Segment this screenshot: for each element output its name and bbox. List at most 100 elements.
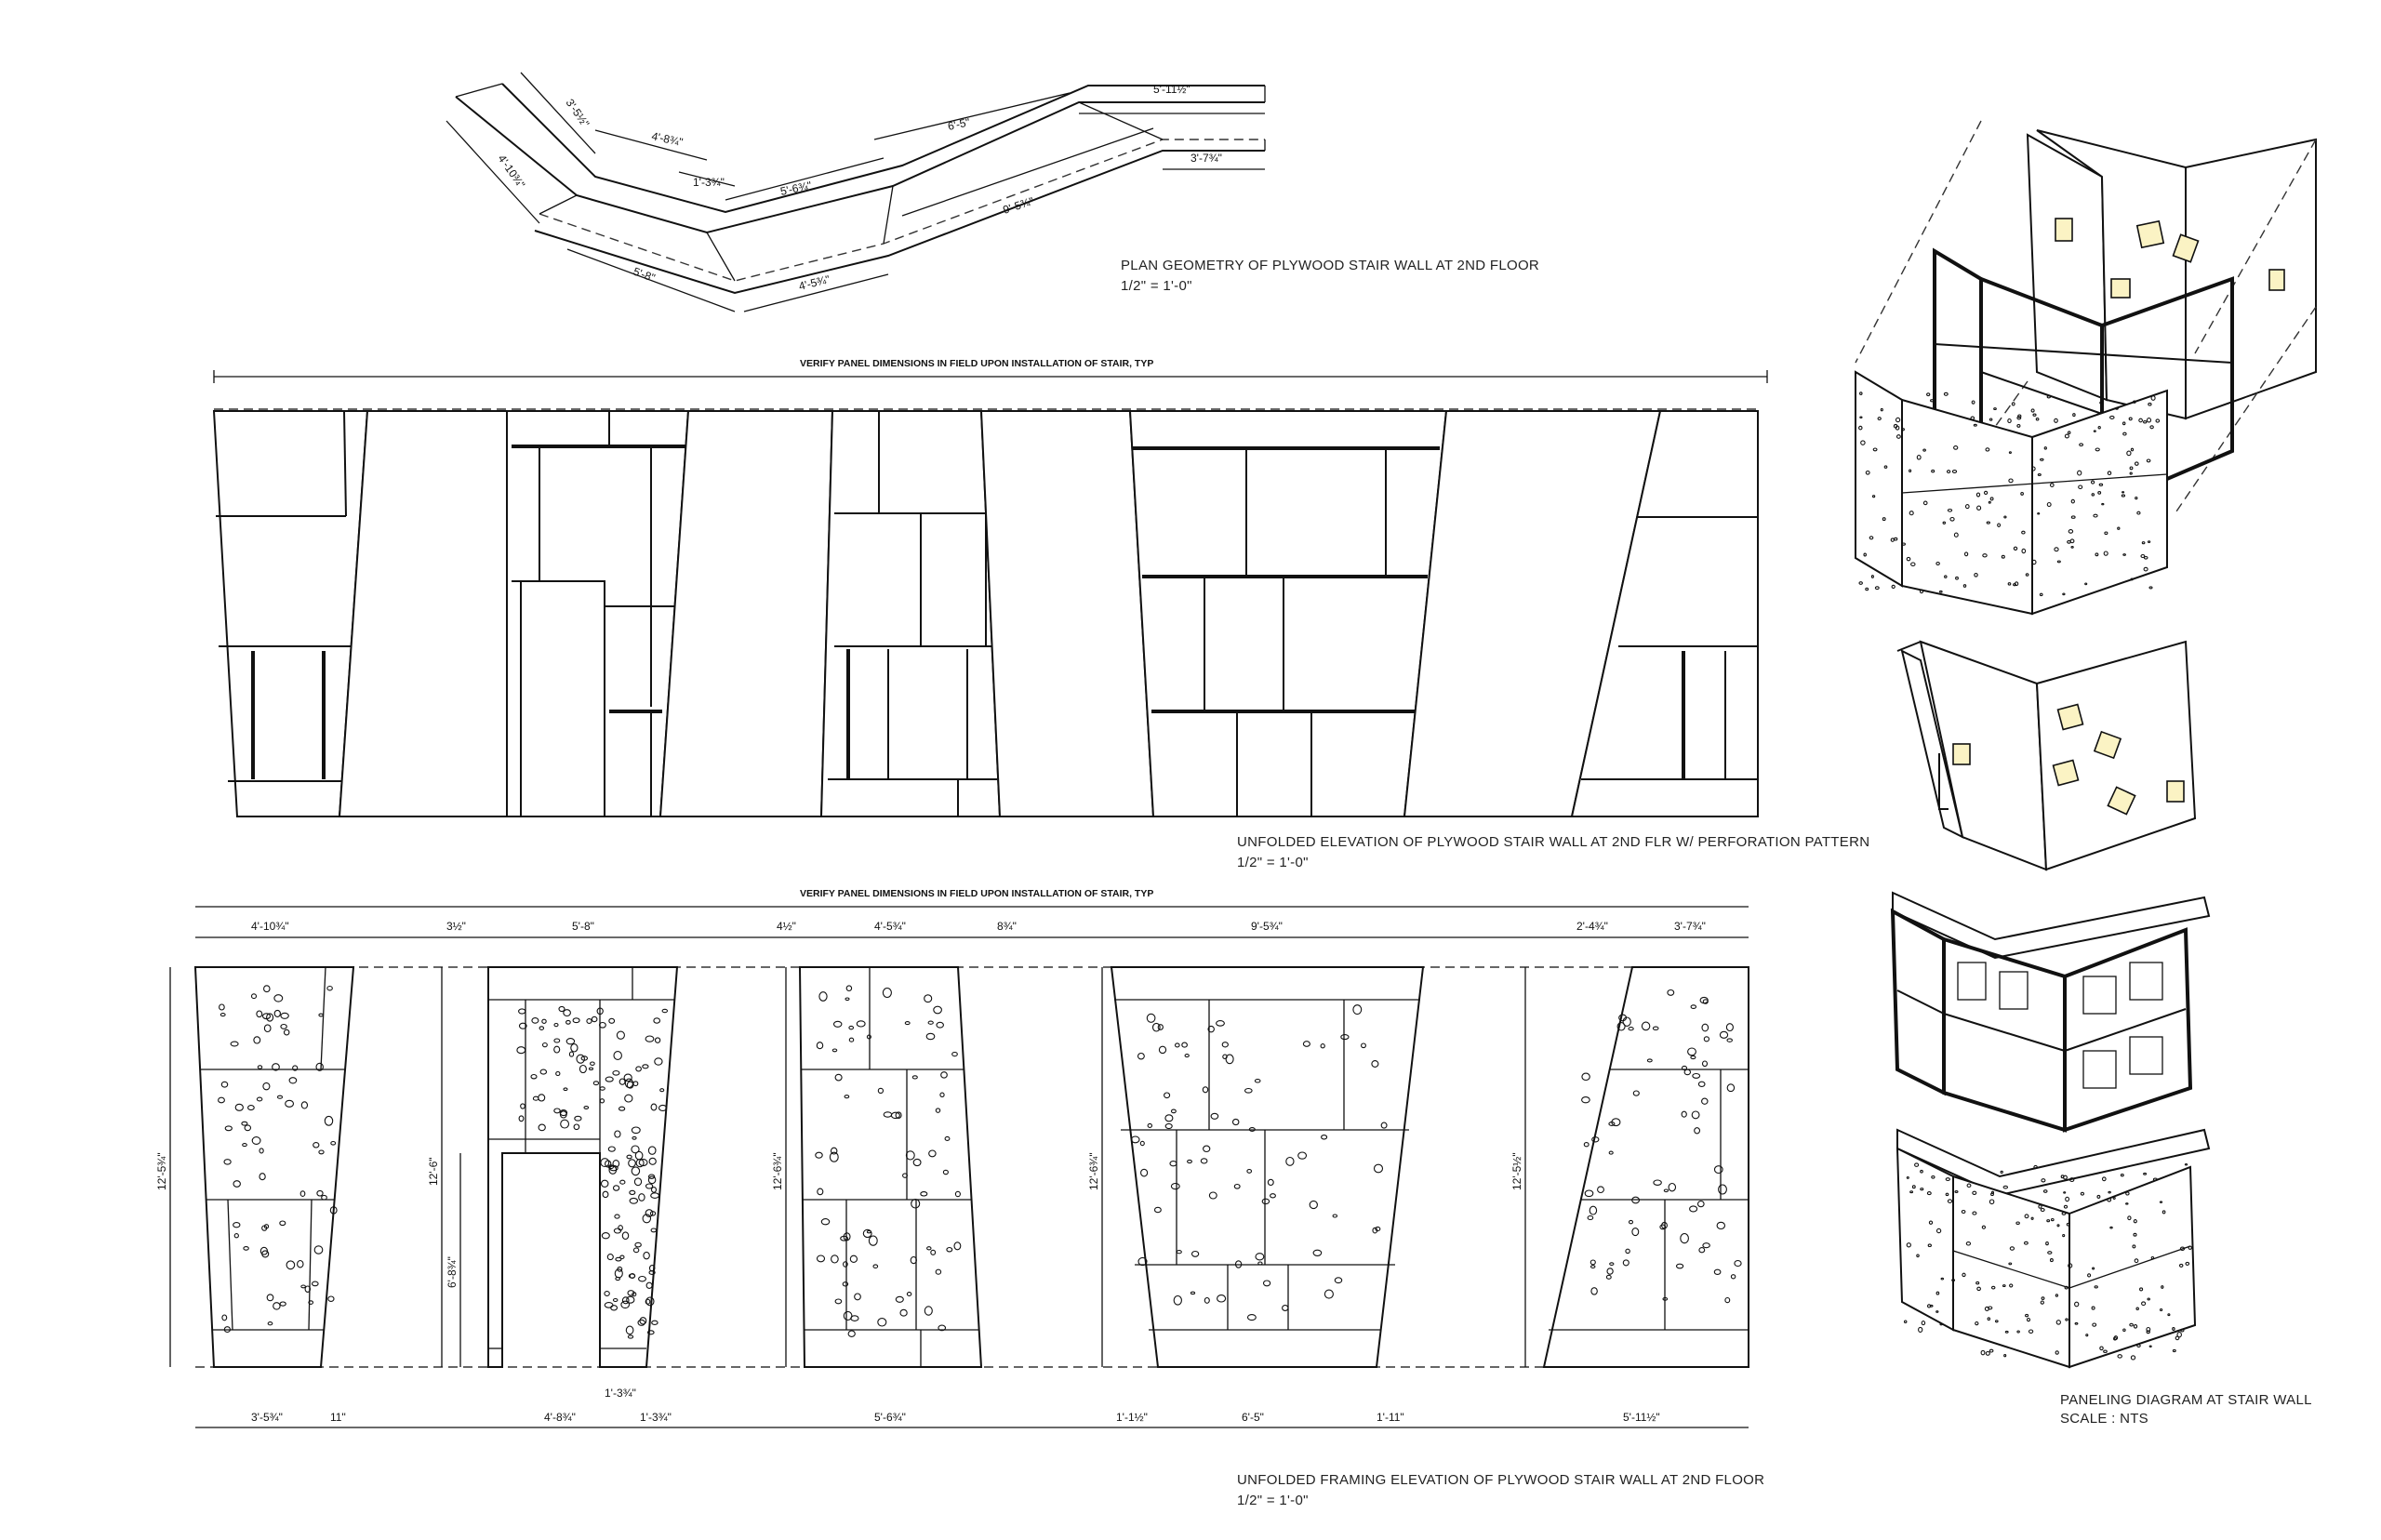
perforation-hole: [612, 1297, 619, 1303]
perforation-hole: [280, 1012, 289, 1019]
perforation-hole: [1616, 1022, 1626, 1031]
perforation-hole: [568, 1051, 575, 1057]
perforation-hole: [1137, 1052, 1145, 1060]
perforation-hole: [926, 1246, 932, 1251]
perforation-hole: [300, 1284, 306, 1289]
perforation-hole: [619, 1179, 626, 1185]
perforation-hole: [1285, 1156, 1295, 1166]
perforation-hole: [2172, 1327, 2175, 1331]
paneling-framing-view: [1890, 891, 2211, 1133]
perforation-hole: [2046, 395, 2051, 399]
framing-bottom-dim-3: 4'-8¾": [544, 1411, 576, 1424]
perforation-hole: [1916, 1254, 1920, 1258]
perforation-hole: [2043, 446, 2047, 450]
perforation-hole: [649, 1211, 657, 1216]
perforation-hole: [845, 985, 853, 992]
perforation-hole: [2009, 1246, 2015, 1251]
perforation-hole: [614, 1214, 620, 1219]
perforation-hole: [560, 1119, 570, 1129]
perforation-hole: [2146, 418, 2152, 423]
perforation-hole: [1926, 1191, 1932, 1196]
perforation-hole: [1702, 1242, 1710, 1249]
perforation-hole: [219, 1003, 225, 1011]
framing-top-dim-4: 4½": [777, 920, 796, 933]
perforation-hole: [2179, 1246, 2186, 1252]
perforation-hole: [628, 1159, 636, 1168]
perforation-hole: [530, 1073, 538, 1080]
perforation-hole: [2112, 1196, 2116, 1200]
perforation-hole: [267, 1321, 273, 1326]
perforation-hole: [634, 1150, 644, 1161]
perforation-hole: [615, 1276, 621, 1281]
perforation-hole: [2087, 1273, 2092, 1278]
perforation-hole: [1606, 1268, 1614, 1275]
perforation-hole: [2095, 552, 2099, 557]
perforation-hole: [1170, 1182, 1180, 1190]
perforation-hole: [1987, 1317, 1991, 1321]
perforation-hole: [313, 1245, 324, 1255]
perforation-hole: [1297, 1151, 1308, 1160]
perforation-hole: [1976, 505, 1982, 511]
perforation-hole: [1618, 1014, 1628, 1022]
perforation-hole: [619, 1078, 626, 1085]
perforation-hole: [1321, 1135, 1328, 1140]
perforation-hole: [1352, 1004, 1363, 1016]
perforation-hole: [1726, 1038, 1733, 1042]
perforation-hole: [2046, 1219, 2051, 1223]
perforation-hole: [230, 1041, 239, 1047]
perforation-hole: [831, 1048, 838, 1053]
perforation-hole: [645, 1298, 651, 1305]
perforation-hole: [2056, 560, 2061, 564]
perforation-hole: [2093, 513, 2098, 518]
perforation-hole: [2117, 526, 2121, 530]
perforation-hole: [1940, 1277, 1945, 1281]
perforation-hole: [1927, 1243, 1932, 1248]
perforation-hole: [2091, 1306, 2095, 1310]
perforation-hole: [279, 1220, 286, 1227]
framing-bottom-dim-6: 5'-6¾": [874, 1411, 906, 1424]
perforation-hole: [2148, 402, 2152, 406]
perforation-hole: [2016, 423, 2021, 428]
perforation-hole: [1158, 1045, 1167, 1055]
perforation-hole: [2045, 1241, 2049, 1246]
perforation-hole: [605, 1160, 612, 1168]
perforation-hole: [1919, 589, 1924, 594]
perforation-hole: [612, 1160, 620, 1168]
framing-bottom-dim-2: 11": [330, 1411, 346, 1424]
framing-verify-note: VERIFY PANEL DIMENSIONS IN FIELD UPON IN…: [800, 888, 1153, 899]
framing-top-dim-2: 3½": [446, 920, 466, 933]
perforation-hole: [1190, 1291, 1196, 1295]
perforation-hole: [2147, 540, 2151, 543]
perforation-hole: [2092, 1322, 2097, 1327]
perforation-hole: [1662, 1296, 1669, 1301]
perforation-hole: [1248, 1127, 1256, 1132]
perforation-hole: [645, 1183, 654, 1189]
perforation-hole: [2129, 471, 2133, 475]
perforation-hole: [244, 1124, 252, 1132]
perforation-hole: [1701, 1060, 1709, 1068]
perforation-hole: [1869, 536, 1874, 540]
perforation-hole: [1922, 500, 1928, 506]
perforation-hole: [518, 1008, 526, 1015]
perforation-hole: [259, 1246, 269, 1255]
perforation-hole: [946, 1246, 953, 1253]
perforation-hole: [653, 1017, 661, 1024]
perforation-hole: [1935, 1291, 1940, 1295]
perforation-hole: [2077, 470, 2082, 476]
perforation-hole: [905, 1150, 915, 1161]
perforation-hole: [1646, 1058, 1653, 1063]
framing-top-dim-9: 3'-7¾": [1674, 920, 1706, 933]
perforation-hole: [1701, 1023, 1709, 1032]
framing-top-dim-7: 9'-5¾": [1251, 920, 1283, 933]
perforation-hole: [1951, 470, 1958, 473]
perforation-hole: [219, 1013, 226, 1017]
perforation-hole: [2067, 539, 2071, 544]
perforation-hole: [2037, 473, 2042, 476]
perforation-hole: [1234, 1260, 1243, 1268]
perforation-hole: [2101, 502, 2105, 506]
perforation-hole: [951, 1051, 958, 1057]
perforation-hole: [1990, 1192, 1994, 1197]
perforation-hole: [1985, 447, 1990, 452]
perforation-hole: [2117, 1354, 2122, 1359]
perforation-hole: [1628, 1219, 1634, 1225]
